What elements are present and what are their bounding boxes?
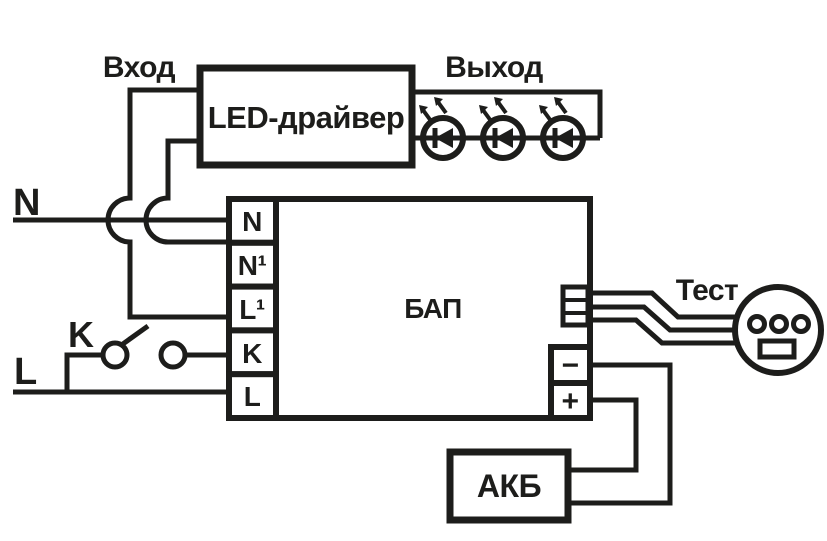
test-button-slot [757, 338, 797, 360]
label-test: Тест [676, 274, 739, 307]
terminal-label-n: N [242, 206, 262, 237]
terminal-minus [548, 344, 593, 386]
bap-box [273, 196, 593, 421]
switch-contact-left [100, 340, 130, 370]
test-button-dot [769, 314, 789, 334]
led-icon [539, 97, 586, 161]
test-connector-body [560, 284, 591, 328]
terminal-label-n1: N¹ [238, 250, 267, 281]
wire-plus-to-battery [568, 397, 639, 473]
terminal-label-plus: + [561, 385, 578, 418]
led-driver-box [196, 64, 416, 169]
bap-input-terminal-block [226, 196, 279, 422]
terminal-label-k: K [242, 338, 262, 369]
label-switch-k: K [68, 314, 94, 355]
battery-terminal-block [548, 344, 593, 421]
terminal-plus [548, 380, 593, 421]
led-icon [479, 97, 526, 161]
label-input: Вход [103, 51, 176, 84]
test-button-dot [747, 314, 767, 334]
wire-driver-to-n1 [143, 138, 229, 245]
led-icon [419, 97, 466, 161]
terminal-label-l1: L¹ [239, 294, 265, 325]
terminal-label-minus: − [561, 349, 578, 382]
label-mains-l: L [14, 351, 37, 393]
led-triangle [435, 128, 453, 148]
wires [13, 87, 737, 506]
terminal-label-l: L [244, 381, 261, 412]
label-output: Выход [445, 51, 543, 84]
wire-minus-to-battery [568, 362, 673, 506]
battery-box [446, 448, 572, 524]
wire-test-3 [590, 317, 737, 346]
wire-test-1 [590, 290, 736, 320]
wire-driver-to-l1 [105, 87, 229, 320]
terminal-l [226, 371, 279, 422]
label-bap: БАП [404, 293, 462, 324]
light-emission-arrows [539, 97, 568, 123]
light-emission-arrows [419, 97, 448, 123]
label-mains-n: N [13, 182, 40, 224]
wire-test-2 [590, 304, 736, 333]
led-triangle [555, 128, 573, 148]
switch-lever [118, 323, 150, 349]
wire-output-rail [412, 89, 603, 138]
switch-contact-right [158, 340, 188, 370]
test-button-dot [791, 314, 811, 334]
terminal-n [226, 196, 279, 246]
wire-l-to-switch [64, 352, 103, 392]
led-triangle [495, 128, 513, 148]
label-led-driver: LED-драйвер [208, 100, 405, 135]
led-string [419, 97, 586, 161]
switch-icon [100, 323, 188, 370]
test-connector [560, 284, 591, 328]
label-battery: АКБ [477, 468, 541, 504]
test-button-icon [732, 284, 824, 376]
light-emission-arrows [479, 97, 508, 123]
